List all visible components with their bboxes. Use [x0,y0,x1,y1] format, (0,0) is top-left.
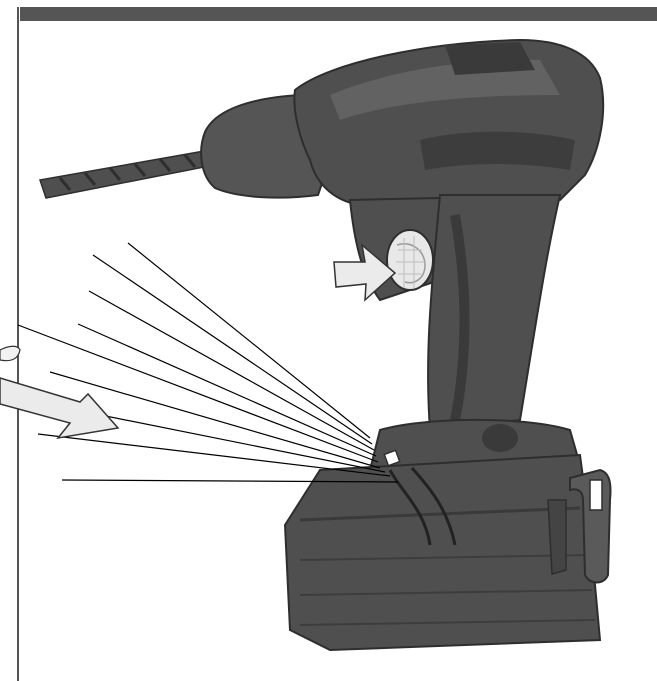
battery-pack [283,453,602,652]
battery-latch [547,468,612,584]
handle [427,194,562,432]
header-bar [20,7,657,21]
drill-bit [39,149,215,199]
push-arrow-icon [333,243,397,302]
left-margin-rule [17,7,19,681]
cable-stub [0,345,21,362]
leader-lines [17,242,399,483]
trigger-button [386,229,434,291]
motor-housing [293,38,605,207]
insert-arrow-icon [0,377,120,440]
indicator-light [383,449,401,467]
